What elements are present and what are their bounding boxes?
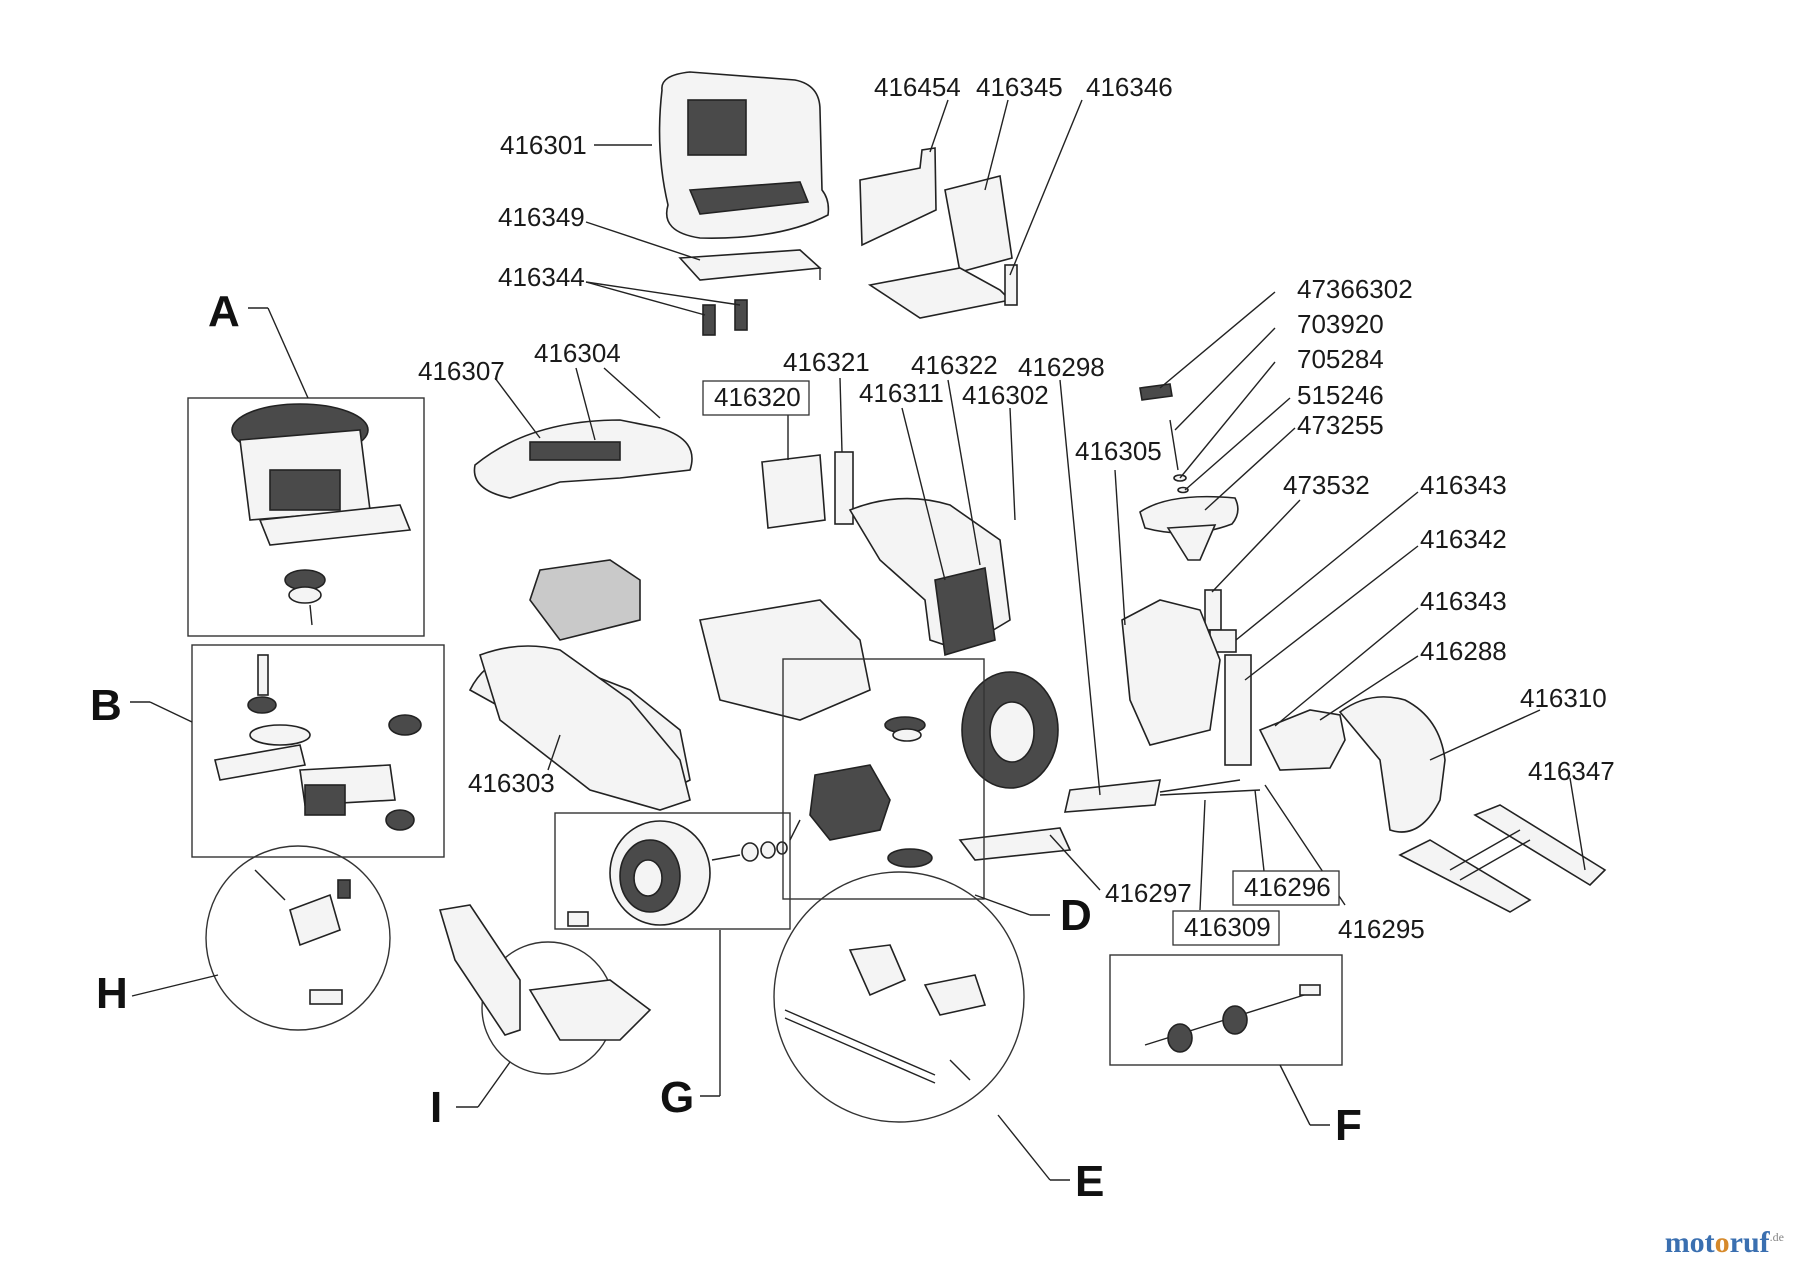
label-416320: 416320 xyxy=(714,382,801,412)
label-416288: 416288 xyxy=(1420,636,1507,666)
label-416342: 416342 xyxy=(1420,524,1507,554)
section-h-circle xyxy=(205,845,391,1031)
label-705284: 705284 xyxy=(1297,344,1384,374)
seat-panels-drawing xyxy=(859,147,1018,319)
label-473532: 473532 xyxy=(1283,470,1370,500)
label-416304: 416304 xyxy=(534,338,621,368)
label-515246: 515246 xyxy=(1297,380,1384,410)
label-416349: 416349 xyxy=(498,202,585,232)
label-416297: 416297 xyxy=(1105,878,1192,908)
steering-drawing xyxy=(1139,383,1252,766)
label-416454: 416454 xyxy=(874,72,961,102)
label-416343-bottom: 416343 xyxy=(1420,586,1507,616)
deflector-drawing xyxy=(438,904,652,1041)
label-416346: 416346 xyxy=(1086,72,1173,102)
part-labels: 416301 416349 416344 416454 416345 41634… xyxy=(418,72,1615,944)
section-g-box xyxy=(554,812,791,930)
section-e-circle xyxy=(773,871,1025,1123)
dash-drawing xyxy=(1121,599,1446,833)
brand-logo: motoruf.de xyxy=(1665,1226,1784,1260)
section-letter-a: A xyxy=(208,287,240,336)
label-47366302: 47366302 xyxy=(1297,274,1413,304)
section-letter-d: D xyxy=(1060,891,1092,940)
switch-drawing xyxy=(254,869,351,1005)
label-703920: 703920 xyxy=(1297,309,1384,339)
brand-text-1: mot xyxy=(1664,1226,1715,1259)
pulley-drawing xyxy=(214,654,422,831)
label-416309: 416309 xyxy=(1184,912,1271,942)
transmission-drawing xyxy=(789,716,933,868)
label-416344: 416344 xyxy=(498,262,585,292)
label-416311: 416311 xyxy=(859,378,944,408)
section-d-box xyxy=(782,658,985,900)
label-416322: 416322 xyxy=(911,350,998,380)
label-416301: 416301 xyxy=(500,130,587,160)
linkage-drawing xyxy=(784,944,987,1084)
label-416298: 416298 xyxy=(1018,352,1105,382)
label-416345: 416345 xyxy=(976,72,1063,102)
battery-drawing xyxy=(761,451,854,529)
fender-drawing xyxy=(479,645,691,811)
section-f-box xyxy=(1109,954,1343,1066)
label-416343-top: 416343 xyxy=(1420,470,1507,500)
label-473255: 473255 xyxy=(1297,410,1384,440)
label-416310: 416310 xyxy=(1520,683,1607,713)
leader-lines xyxy=(130,99,1586,1181)
label-416296: 416296 xyxy=(1244,872,1331,902)
brand-text-3: ruf xyxy=(1729,1226,1770,1259)
axle-drawing xyxy=(1144,984,1321,1053)
section-letter-e: E xyxy=(1075,1157,1104,1206)
section-letter-g: G xyxy=(660,1073,694,1122)
wheel-drawing xyxy=(567,820,788,927)
label-416307: 416307 xyxy=(418,356,505,386)
seat-drawing xyxy=(658,71,830,336)
section-letter-h: H xyxy=(96,969,128,1018)
label-416305: 416305 xyxy=(1075,436,1162,466)
section-labels: A B H I G D E F xyxy=(90,287,1362,1206)
section-letter-b: B xyxy=(90,681,122,730)
brand-suffix: .de xyxy=(1769,1230,1784,1244)
engine-drawing xyxy=(231,403,412,626)
rear-frame-drawing xyxy=(1398,804,1607,913)
hood-drawing xyxy=(473,419,693,499)
label-box-416320 xyxy=(702,380,810,416)
section-letter-i: I xyxy=(430,1083,442,1132)
brand-text-2: o xyxy=(1714,1226,1730,1259)
label-416321: 416321 xyxy=(783,347,870,377)
label-416303: 416303 xyxy=(468,768,555,798)
section-a-box xyxy=(187,397,425,637)
section-b-box xyxy=(191,644,445,858)
label-box-416296 xyxy=(1232,870,1340,906)
label-416302: 416302 xyxy=(962,380,1049,410)
section-letter-f: F xyxy=(1335,1101,1362,1150)
label-416347: 416347 xyxy=(1528,756,1615,786)
label-416295: 416295 xyxy=(1338,914,1425,944)
label-box-416309 xyxy=(1172,910,1280,946)
